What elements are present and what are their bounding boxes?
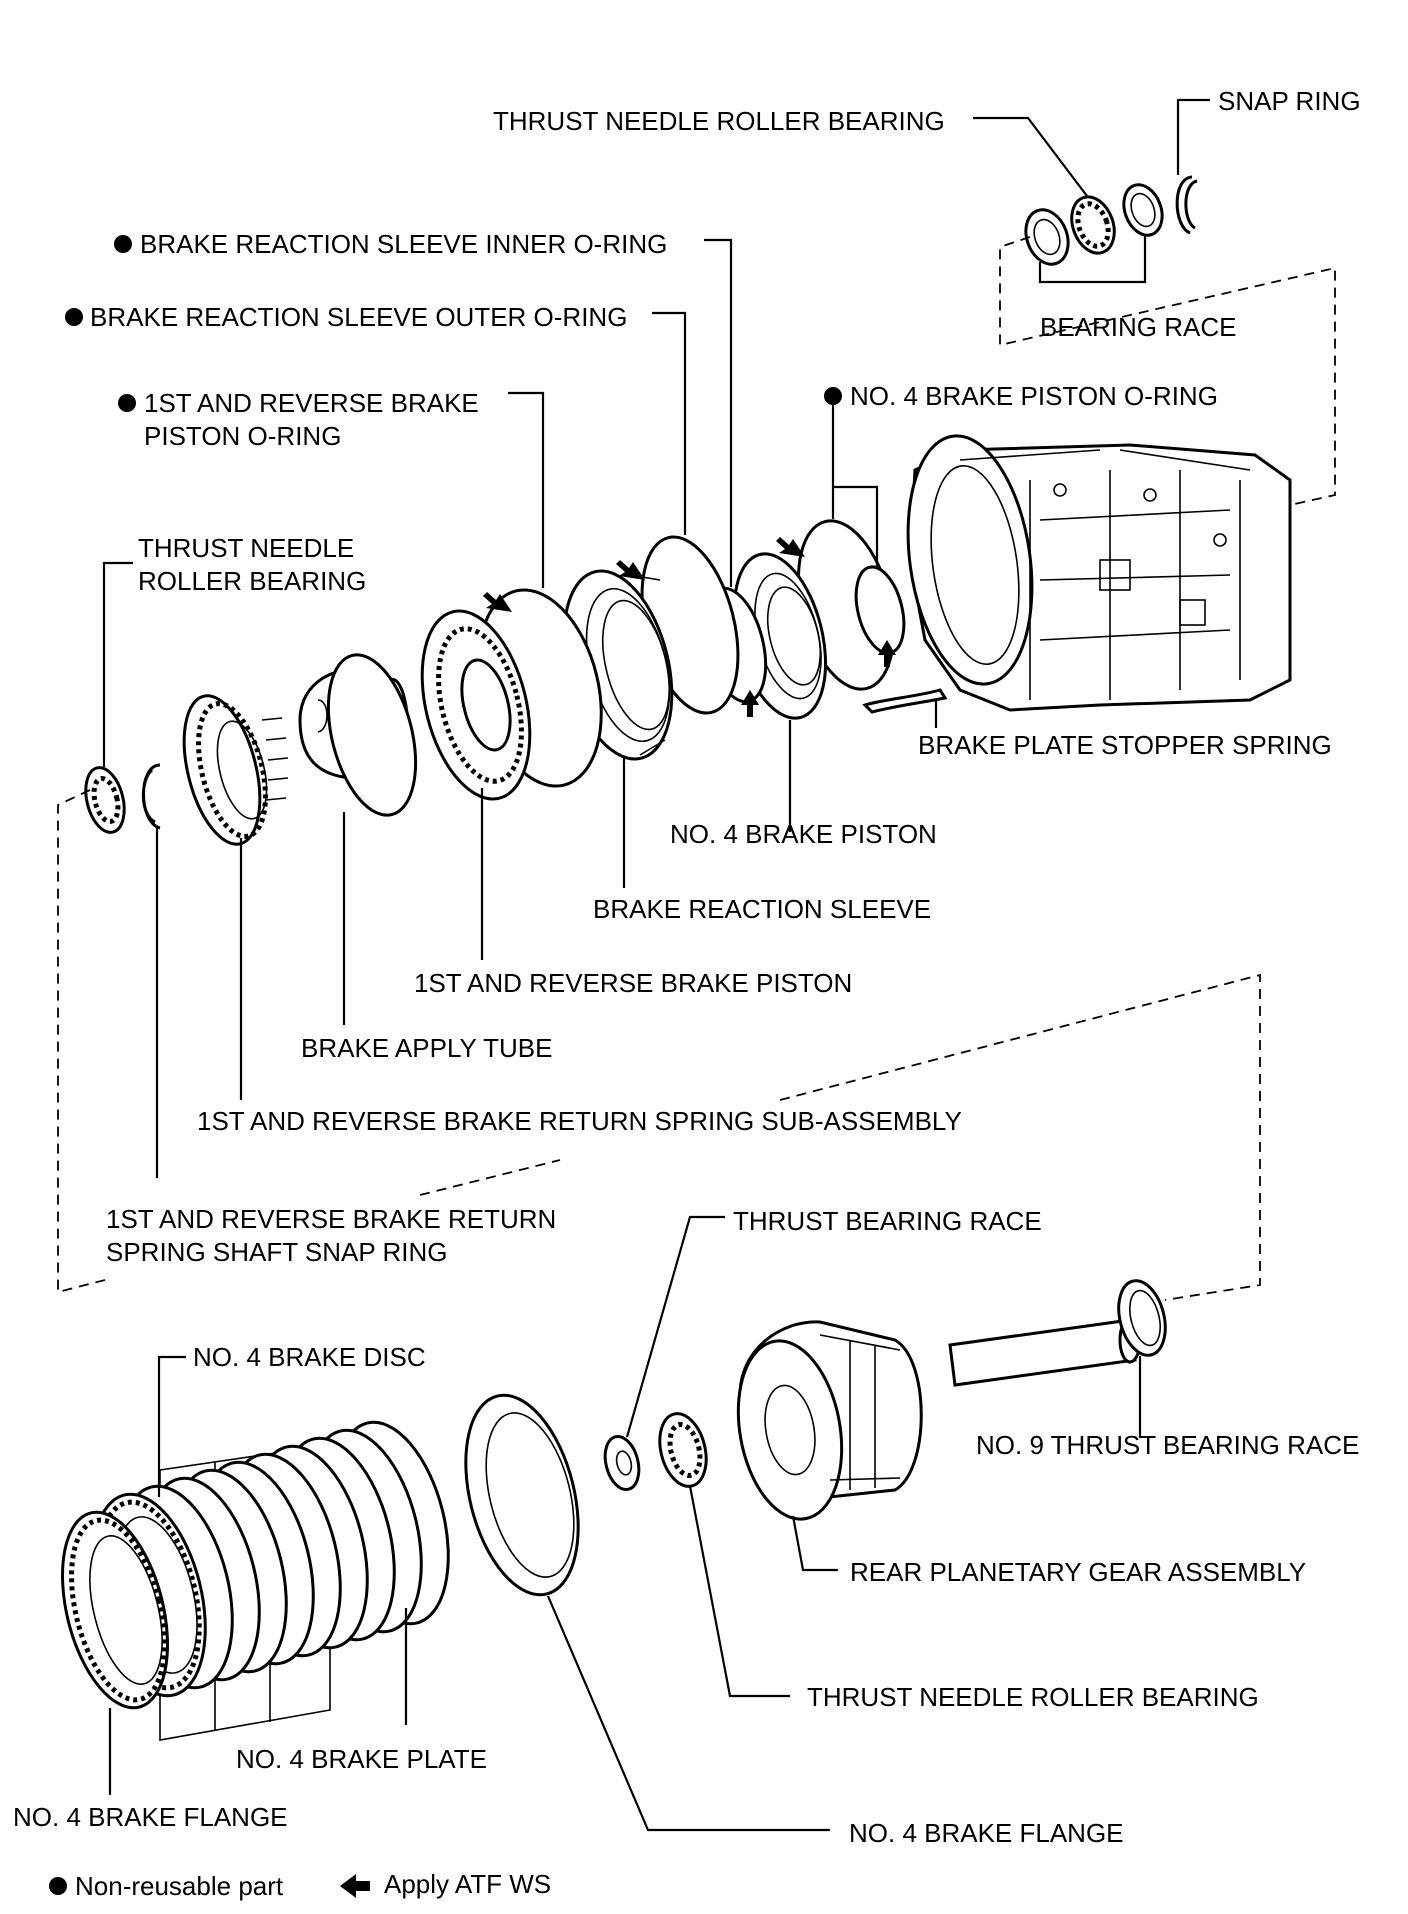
atf-arrow-group	[483, 537, 896, 717]
non-reusable-dot-icon	[65, 308, 83, 326]
label-apply-tube: BRAKE APPLY TUBE	[301, 1033, 552, 1063]
non-reusable-dot-icon	[118, 394, 136, 412]
non-reusable-dot-icon	[49, 1877, 67, 1895]
left-bearing-group	[84, 763, 161, 834]
label-thrust-needle-bottom: THRUST NEEDLE ROLLER BEARING	[807, 1682, 1259, 1712]
label-inner-oring: BRAKE REACTION SLEEVE INNER O-RING	[140, 229, 667, 259]
atf-arrow-icon	[483, 592, 512, 612]
thrust-race-part	[603, 1435, 641, 1491]
label-no4-flange-left: NO. 4 BRAKE FLANGE	[13, 1802, 288, 1832]
legend-non-reusable: Non-reusable part	[75, 1871, 284, 1901]
label-stopper-spring: BRAKE PLATE STOPPER SPRING	[918, 730, 1332, 760]
label-return-snap-line2: SPRING SHAFT SNAP RING	[106, 1237, 447, 1267]
atf-arrow-icon	[776, 537, 805, 557]
label-no4-piston-oring: NO. 4 BRAKE PISTON O-RING	[850, 381, 1218, 411]
atf-arrow-icon	[340, 1874, 370, 1898]
rear-planetary-part	[736, 1316, 1142, 1521]
label-thrust-needle-top: THRUST NEEDLE ROLLER BEARING	[493, 106, 945, 136]
label-snap-ring: SNAP RING	[1218, 86, 1361, 116]
label-outer-oring: BRAKE REACTION SLEEVE OUTER O-RING	[90, 302, 627, 332]
label-group: SNAP RING THRUST NEEDLE ROLLER BEARING B…	[13, 86, 1361, 1848]
label-bearing-race: BEARING RACE	[1040, 312, 1237, 342]
label-no4-disc: NO. 4 BRAKE DISC	[193, 1342, 426, 1372]
rev-brake-piston-part	[420, 609, 532, 801]
label-rear-planetary: REAR PLANETARY GEAR ASSEMBLY	[850, 1557, 1306, 1587]
label-rev-piston: 1ST AND REVERSE BRAKE PISTON	[414, 968, 852, 998]
label-thrust-needle-left-line1: THRUST NEEDLE	[138, 533, 354, 563]
label-rev-piston-oring-line1: 1ST AND REVERSE BRAKE	[144, 388, 479, 418]
return-spring-part	[182, 694, 289, 846]
no4-flange-left-part	[61, 1510, 169, 1710]
atf-arrow-icon	[878, 640, 896, 667]
no9-race-part	[1117, 1279, 1167, 1357]
atf-arrow-icon	[741, 690, 759, 717]
label-thrust-needle-left-line2: ROLLER BEARING	[138, 566, 366, 596]
label-no9-race: NO. 9 THRUST BEARING RACE	[976, 1430, 1359, 1460]
stopper-spring-part	[862, 688, 948, 714]
leader-lines	[102, 98, 1210, 1832]
label-return-snap-line1: 1ST AND REVERSE BRAKE RETURN	[106, 1204, 556, 1234]
label-no4-piston: NO. 4 BRAKE PISTON	[670, 819, 937, 849]
legend-apply-atf: Apply ATF WS	[384, 1869, 551, 1899]
label-no4-flange-right: NO. 4 BRAKE FLANGE	[849, 1818, 1124, 1848]
atf-arrow-icon	[616, 560, 645, 580]
label-rev-piston-oring-line2: PISTON O-RING	[144, 421, 341, 451]
label-no4-plate: NO. 4 BRAKE PLATE	[236, 1744, 487, 1774]
top-bearing-group	[1024, 175, 1198, 266]
label-thrust-bearing-race: THRUST BEARING RACE	[733, 1206, 1042, 1236]
apply-tube-part	[298, 653, 418, 817]
transmission-case	[906, 434, 1292, 712]
dashed-alignment-lines	[57, 236, 1336, 1301]
non-reusable-dot-icon	[824, 387, 842, 405]
no4-flange-right-part	[464, 1393, 580, 1597]
label-return-spring: 1ST AND REVERSE BRAKE RETURN SPRING SUB-…	[197, 1106, 962, 1136]
non-reusable-dot-icon	[114, 235, 132, 253]
legend: Non-reusable part Apply ATF WS	[49, 1869, 551, 1901]
thrust-needle-bottom-part	[658, 1412, 708, 1488]
label-reaction-sleeve: BRAKE REACTION SLEEVE	[593, 894, 931, 924]
